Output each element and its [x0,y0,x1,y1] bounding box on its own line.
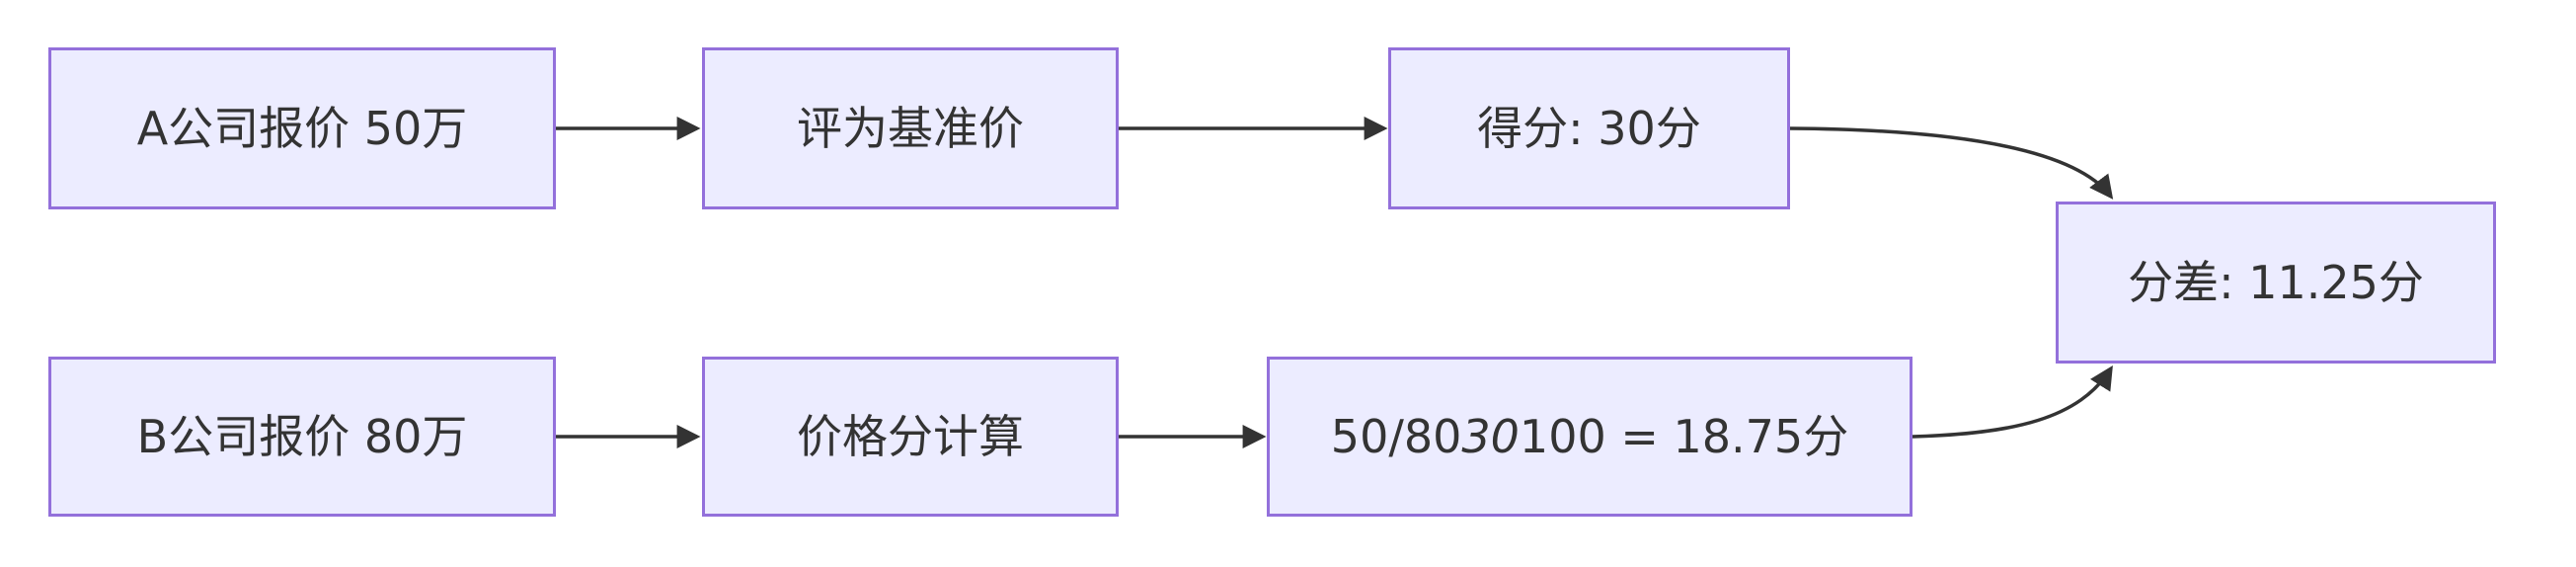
node-diff: 分差: 11.25分 [2056,202,2496,364]
edge-score-a-to-diff [1789,126,2114,200]
node-score-a-label: 得分: 30分 [1477,102,1701,155]
node-price-calc-label: 价格分计算 [797,410,1024,463]
edge-formula-to-diff [1912,364,2113,439]
formula-prefix: 50/80 [1330,410,1462,463]
formula-suffix: 100 = 18.75分 [1519,410,1849,463]
node-quote-b: B公司报价 80万 [48,357,556,517]
node-benchmark: 评为基准价 [702,47,1119,209]
node-formula: 50/8030100 = 18.75分 [1267,357,1912,517]
node-formula-label: 50/8030100 = 18.75分 [1331,414,1848,459]
node-quote-b-label: B公司报价 80万 [136,410,468,463]
node-price-calc: 价格分计算 [702,357,1119,517]
node-score-a: 得分: 30分 [1388,47,1790,209]
node-quote-a-label: A公司报价 50万 [136,102,468,155]
formula-italic-part: 30 [1461,410,1520,463]
node-diff-label: 分差: 11.25分 [2128,256,2424,309]
node-benchmark-label: 评为基准价 [797,102,1024,155]
node-quote-a: A公司报价 50万 [48,47,556,209]
